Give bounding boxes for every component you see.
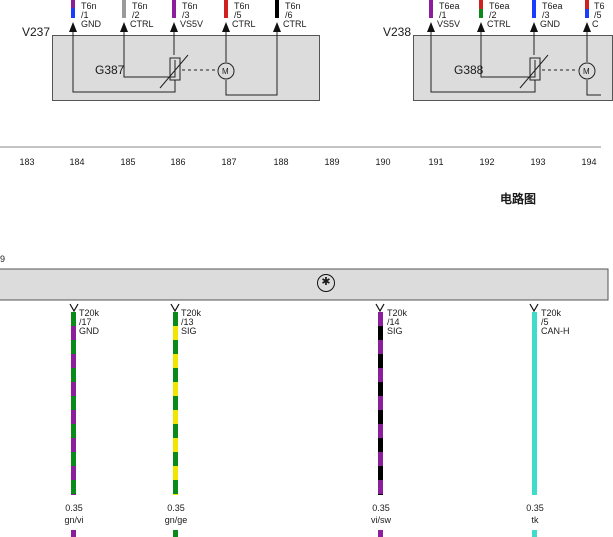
wire-gn-ge	[173, 312, 178, 495]
motor-symbol-left: M	[222, 67, 229, 76]
section-title: 电路图	[500, 192, 537, 206]
wire-stub-left-1b	[71, 8, 75, 18]
motor-symbol-right: M	[583, 67, 590, 76]
wire-stub-right-3	[532, 0, 536, 18]
wire-stub-left-5	[275, 0, 279, 18]
ruler-tick: 194	[581, 157, 597, 167]
wire-stub-left-4	[224, 0, 228, 18]
wire-tk	[532, 312, 537, 495]
wire-stub-left-1	[71, 0, 75, 8]
ground-symbol-icon: ✱	[317, 274, 335, 292]
wire-gn-vi	[71, 312, 76, 495]
wire-stub-bottom-1	[71, 530, 76, 537]
component-id-v238: V238	[383, 25, 412, 39]
sensor-id-g388: G388	[454, 63, 484, 77]
wire-stub-right-4b	[585, 9, 589, 18]
ruler-tick: 193	[530, 157, 546, 167]
ruler-tick: 188	[273, 157, 289, 167]
wire-stub-bottom-2	[173, 530, 178, 537]
wire-stub-right-2b	[479, 9, 483, 18]
sensor-id-g387: G387	[95, 63, 125, 77]
wire-stub-bottom-4	[532, 530, 537, 537]
wire-stub-left-2	[122, 0, 126, 18]
ruler-tick: 184	[69, 157, 85, 167]
wire-stub-left-3	[172, 0, 176, 18]
wire-stub-right-2a	[479, 0, 483, 9]
wire-stub-bottom-3	[378, 530, 383, 537]
wire-stub-right-1	[429, 0, 433, 18]
ruler-tick: 185	[120, 157, 136, 167]
ruler-tick: 189	[324, 157, 340, 167]
ruler-tick: 191	[428, 157, 444, 167]
ruler-tick: 187	[221, 157, 237, 167]
ruler-tick: 186	[170, 157, 186, 167]
bus-number: 9	[0, 254, 6, 264]
wire-stub-right-4a	[585, 0, 589, 9]
wire-vi-sw	[378, 312, 383, 495]
component-id-v237: V237	[22, 25, 51, 39]
ruler-tick: 190	[375, 157, 391, 167]
component-box-v237	[52, 35, 320, 101]
ruler-tick: 192	[479, 157, 495, 167]
ruler-tick: 183	[19, 157, 35, 167]
